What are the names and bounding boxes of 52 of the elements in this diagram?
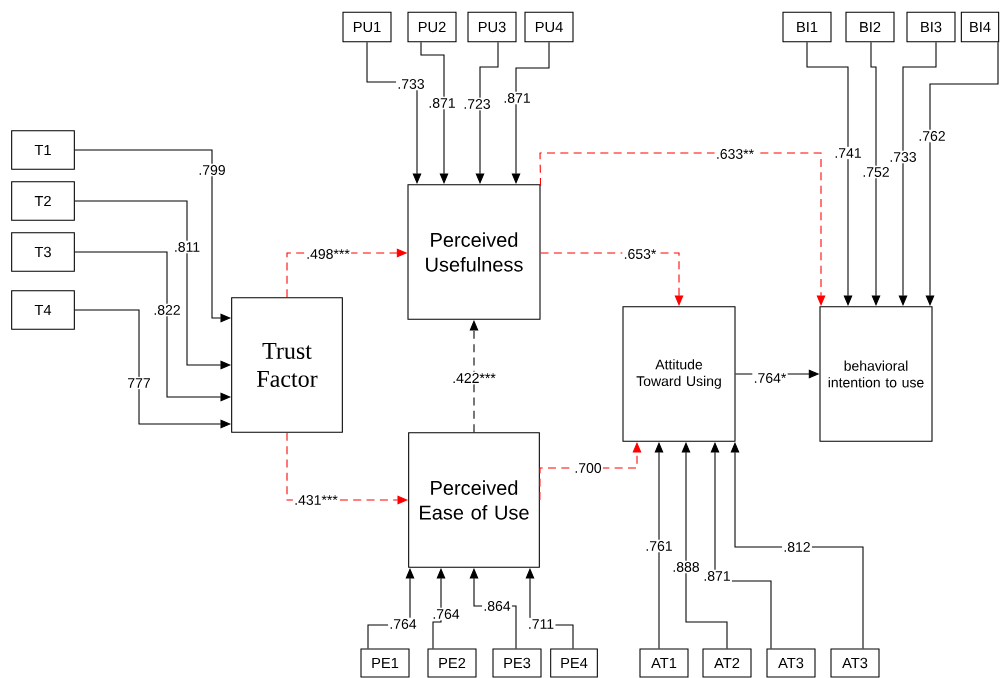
indicator-box: T4 [11, 290, 75, 330]
edge-label: .422*** [450, 371, 498, 385]
edge-label: .822 [152, 303, 182, 317]
edge-label: .864 [482, 599, 512, 613]
indicator-box: BI4 [960, 11, 1000, 43]
edge-label: .762 [917, 129, 947, 143]
edge-label: .799 [197, 163, 227, 177]
construct-box: Trust Factor [231, 297, 343, 433]
indicator-box: PE1 [360, 648, 410, 678]
edge-label: .431*** [292, 493, 340, 507]
edge-label: .700 [573, 461, 603, 475]
indicator-box: PU4 [524, 11, 574, 43]
edge-label: .653* [622, 247, 658, 261]
edge-label: .733 [888, 150, 918, 164]
construct-box: Perceived Ease of Use [408, 432, 540, 568]
edge-label: .711 [526, 617, 556, 631]
construct-box: Perceived Usefulness [407, 184, 541, 320]
edge-label: .733 [396, 77, 426, 91]
indicator-box: PE2 [427, 648, 477, 678]
edge-label: .633** [714, 147, 756, 161]
indicator-box: PU3 [467, 11, 517, 43]
indicator-box: PU2 [407, 11, 457, 43]
edge-label: .812 [782, 540, 812, 554]
indicator-box: AT2 [702, 648, 752, 678]
edge-label: .871 [702, 569, 732, 583]
indicator-box: AT1 [639, 648, 689, 678]
edge-label: .811 [172, 240, 202, 254]
indicator-box: BI1 [782, 11, 832, 43]
edge-label: .871 [502, 91, 532, 105]
edge-label: .752 [861, 165, 891, 179]
edge-label: .764* [752, 371, 788, 385]
edge-label: .871 [427, 96, 457, 110]
edge-label: 777 [126, 376, 152, 390]
indicator-box: BI2 [845, 11, 895, 43]
indicator-box: AT3 [830, 648, 880, 678]
edge-label: .498*** [304, 247, 352, 261]
edge-label: .764 [431, 607, 461, 621]
indicator-box: T3 [11, 232, 75, 272]
indicator-box: PE4 [550, 648, 598, 678]
indicator-box: T1 [11, 130, 75, 170]
indicator-box: PU1 [342, 11, 392, 43]
indicator-box: PE3 [492, 648, 542, 678]
edge-label: .888 [671, 560, 701, 574]
edge-label: .723 [462, 97, 492, 111]
edge-label: .764 [388, 617, 418, 631]
edge-label: .761 [644, 539, 674, 553]
indicator-box: BI3 [906, 11, 956, 43]
edge-label: .741 [833, 146, 863, 160]
indicator-box: AT3 [766, 648, 816, 678]
construct-box: Attitude Toward Using [622, 306, 736, 442]
indicator-box: T2 [11, 181, 75, 221]
construct-box: behavioral intention to use [819, 306, 933, 442]
